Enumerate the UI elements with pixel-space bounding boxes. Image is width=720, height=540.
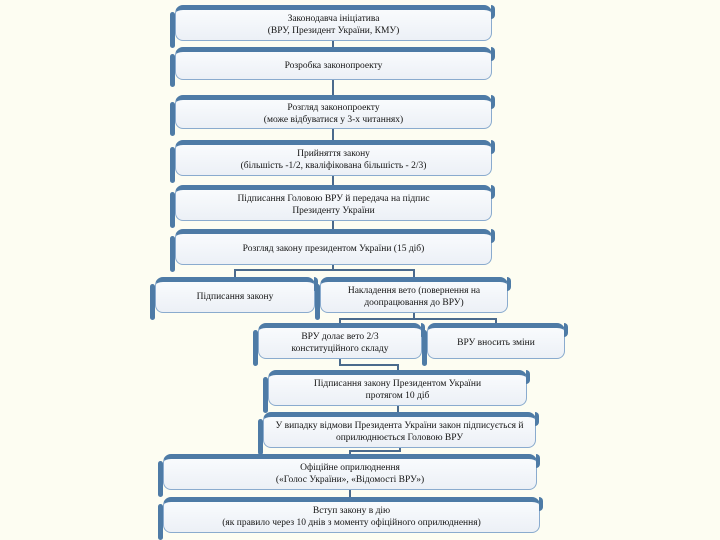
connector xyxy=(495,320,497,323)
node-text: Прийняття закону xyxy=(297,149,370,159)
node-president-signs-10-days: Підписання закону Президентом України пр… xyxy=(263,370,530,413)
node-text: Накладення вето (повернення на xyxy=(347,286,481,296)
node-official-publication: Офіційне оприлюднення («Голос України», … xyxy=(158,454,540,497)
node-law-signing: Підписання закону xyxy=(150,277,318,320)
connector xyxy=(332,80,334,95)
node-text: конституційного складу xyxy=(291,344,389,354)
node-president-review: Розгляд закону президентом України (15 д… xyxy=(170,229,495,272)
connector xyxy=(332,221,334,229)
connector xyxy=(413,271,415,277)
node-text: Законодавча ініціатива xyxy=(287,14,380,24)
node-text: оприлюднюється Головою ВРУ xyxy=(335,433,464,443)
node-law-enters-force: Вступ закону в дію (як правило через 10 … xyxy=(158,497,543,540)
node-text: Підписання закону Президентом України xyxy=(313,379,482,389)
connector xyxy=(413,313,415,319)
node-text: (більшість -1/2, кваліфікована більшість… xyxy=(240,161,427,171)
connector xyxy=(397,406,399,412)
node-text: ВРУ вносить зміни xyxy=(457,338,535,348)
connector xyxy=(339,364,399,366)
connector xyxy=(332,176,334,185)
node-text: доопрацювання до ВРУ) xyxy=(364,298,464,308)
node-text: Підписання закону xyxy=(196,292,274,302)
node-veto-override: ВРУ долає вето 2/3 конституційного склад… xyxy=(253,323,425,366)
node-text: У випадку відмови Президента України зак… xyxy=(275,421,524,431)
node-vru-amendments: ВРУ вносить зміни xyxy=(422,323,568,366)
node-text: Розробка законопроекту xyxy=(284,60,383,71)
connector xyxy=(332,41,334,48)
connector xyxy=(332,265,334,270)
connector xyxy=(349,490,351,497)
node-draft-consideration: Розгляд законопроекту (може відбуватися … xyxy=(170,95,495,136)
node-legislative-initiative: Законодавча ініціатива (ВРУ, Президент У… xyxy=(170,5,495,48)
node-text: Офіційне оприлюднення xyxy=(300,463,400,473)
node-text: (може відбуватися у 3-х читаннях) xyxy=(263,115,404,125)
node-text: Підписання Головою ВРУ й передача на під… xyxy=(237,194,430,204)
node-draft-development: Розробка законопроекту xyxy=(170,47,495,87)
node-text: (ВРУ, Президент України, КМУ) xyxy=(267,26,400,36)
connector xyxy=(397,366,399,370)
node-text: ВРУ долає вето 2/3 xyxy=(301,332,379,342)
connector xyxy=(339,320,341,323)
node-law-adoption: Прийняття закону (більшість -1/2, кваліф… xyxy=(170,140,495,183)
node-text: Вступ закону в дію xyxy=(312,506,391,516)
node-text: («Голос України», «Відомості ВРУ») xyxy=(275,475,425,485)
node-text: Розгляд закону президентом України (15 д… xyxy=(242,244,425,254)
connector xyxy=(234,269,415,271)
node-speaker-signing: Підписання Головою ВРУ й передача на під… xyxy=(170,185,495,228)
node-text: Розгляд законопроекту xyxy=(287,103,380,113)
connector xyxy=(339,359,341,366)
node-text: (як правило через 10 днів з моменту офіц… xyxy=(222,518,481,528)
connector xyxy=(349,452,351,454)
node-veto-applied: Накладення вето (повернення на доопрацюв… xyxy=(315,277,511,320)
connector xyxy=(234,271,236,277)
connector xyxy=(332,129,334,140)
connector xyxy=(349,450,401,452)
node-speaker-signs-on-refusal: У випадку відмови Президента України зак… xyxy=(258,412,539,455)
node-text: Президенту України xyxy=(292,206,375,216)
connector xyxy=(339,318,497,320)
node-text: протягом 10 діб xyxy=(365,391,430,401)
